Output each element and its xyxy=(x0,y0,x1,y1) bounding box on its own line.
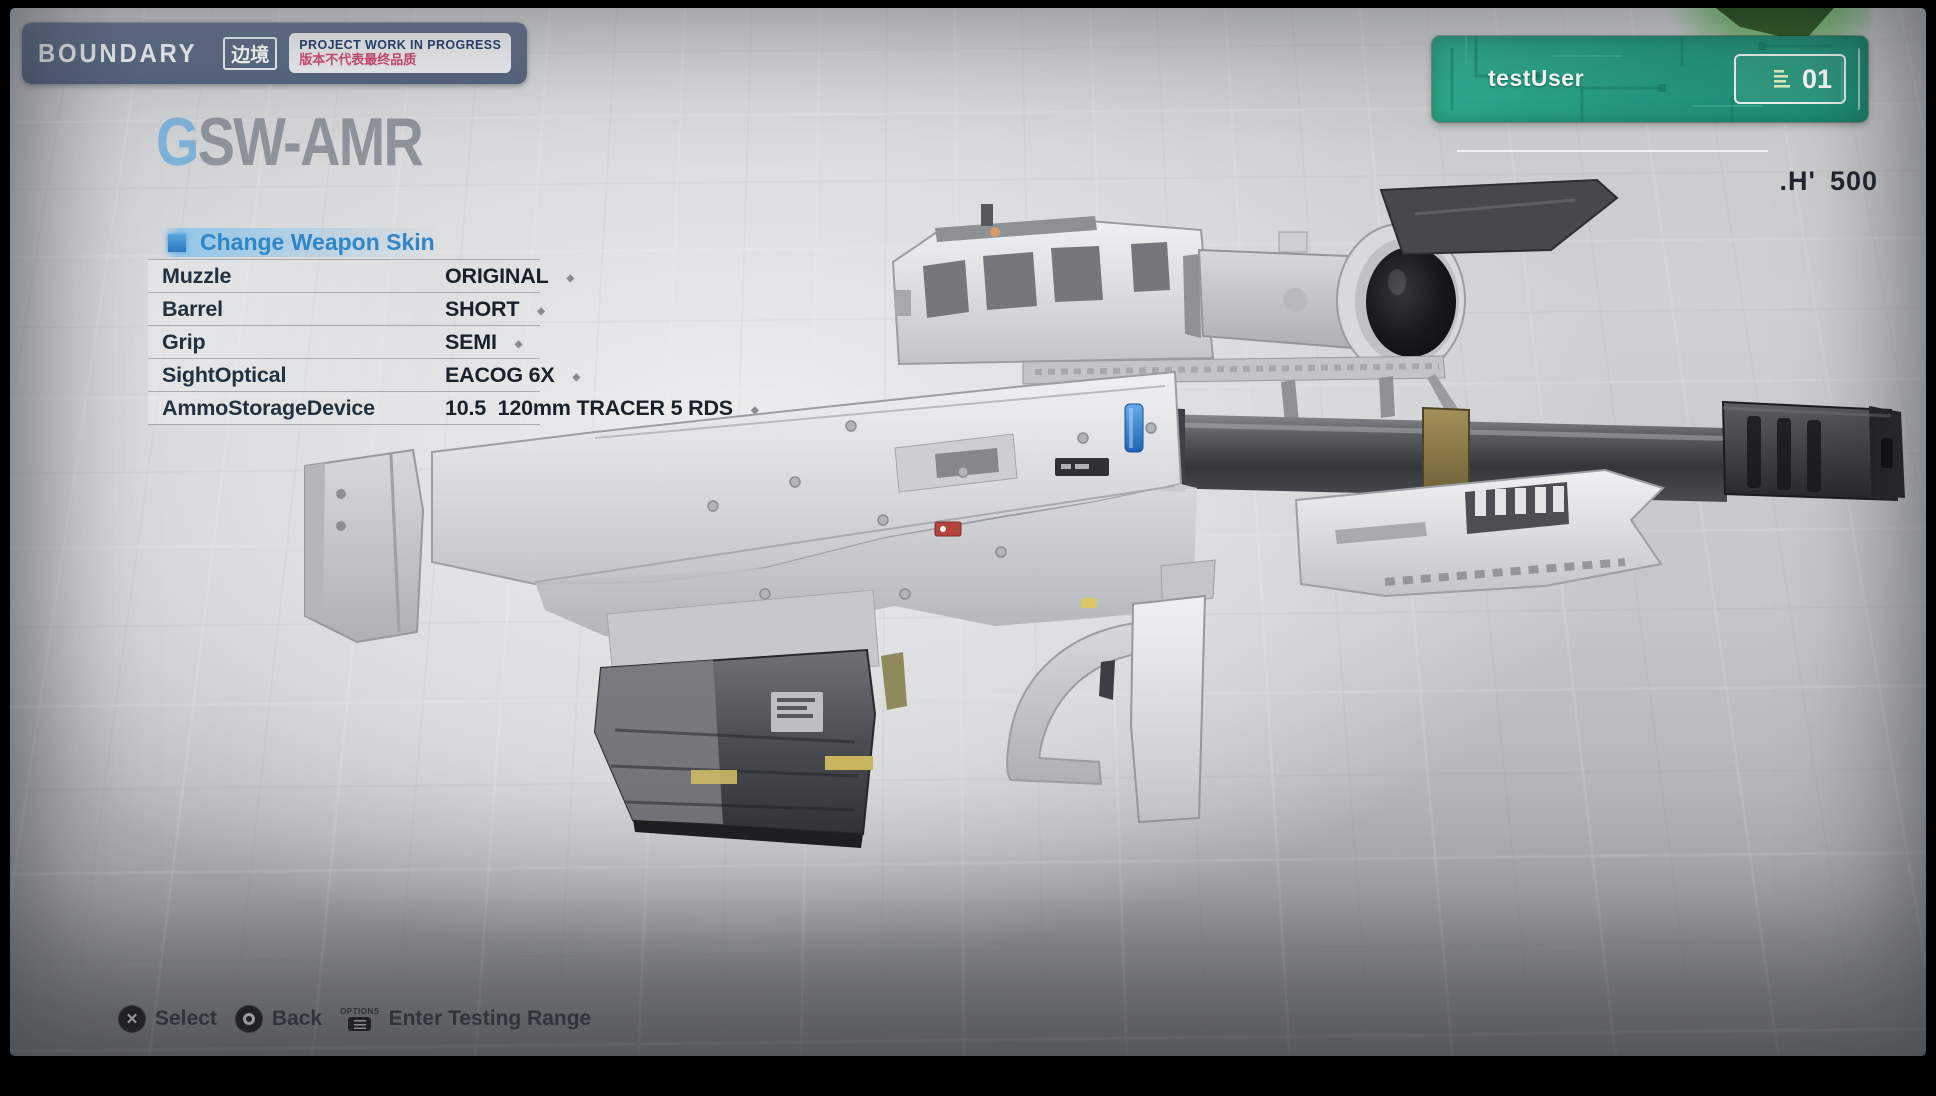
weapon-top-attachment xyxy=(1381,180,1617,254)
options-tag: OPTIONS xyxy=(340,1007,380,1016)
weapon-grip xyxy=(1007,596,1205,822)
player-card[interactable]: testUser 01 xyxy=(1432,36,1868,122)
weapon-name-first-letter: G xyxy=(156,104,198,180)
back-action[interactable]: Back xyxy=(235,1005,322,1033)
weapon-rear-sight xyxy=(893,204,1213,364)
weapon-muzzle-brake xyxy=(1723,402,1905,500)
weapon-name-rest: SW-AMR xyxy=(198,104,422,180)
action-bar: ✕ Select Back OPTIONS Enter Testing Rang… xyxy=(118,999,591,1039)
select-label: Select xyxy=(155,1007,217,1031)
wip-badge: PROJECT WORK IN PROGRESS 版本不代表最终品质 xyxy=(289,33,511,72)
wip-badge-line1: PROJECT WORK IN PROGRESS xyxy=(299,38,501,52)
username: testUser xyxy=(1488,65,1584,92)
slot-label: Muzzle xyxy=(162,264,231,289)
boundary-logo: BOUNDARY 边境 PROJECT WORK IN PROGRESS 版本不… xyxy=(22,22,527,84)
game-screen: BOUNDARY 边境 PROJECT WORK IN PROGRESS 版本不… xyxy=(10,8,1926,1056)
slot-label: SightOptical xyxy=(162,363,286,388)
back-label: Back xyxy=(272,1007,322,1031)
slot-label: Barrel xyxy=(162,297,223,322)
weapon-magazine xyxy=(595,590,907,848)
brand-name-cn: 边境 xyxy=(223,37,277,70)
weapon-name-title: GSW-AMR xyxy=(156,108,422,176)
hud-separator-line xyxy=(1457,150,1768,152)
circle-button-icon xyxy=(235,1005,263,1033)
options-button-icon: OPTIONS xyxy=(340,1007,380,1031)
weapon-stock xyxy=(305,450,423,642)
wip-badge-line2: 版本不代表最终品质 xyxy=(299,53,501,68)
slot-label: Grip xyxy=(162,330,205,355)
weapon-3d-view[interactable] xyxy=(295,170,1920,870)
card-edge-bracket xyxy=(1856,48,1860,110)
level-box: 01 xyxy=(1734,54,1846,104)
cross-button-icon: ✕ xyxy=(118,1005,146,1033)
selection-marker-icon xyxy=(168,234,186,252)
enter-testing-range-label: Enter Testing Range xyxy=(389,1007,592,1031)
enter-testing-range-action[interactable]: OPTIONS Enter Testing Range xyxy=(340,1007,591,1031)
brand-name: BOUNDARY xyxy=(38,38,197,69)
rank-bars-icon xyxy=(1774,69,1792,89)
player-level: 01 xyxy=(1802,64,1832,95)
select-action[interactable]: ✕ Select xyxy=(118,1005,217,1033)
